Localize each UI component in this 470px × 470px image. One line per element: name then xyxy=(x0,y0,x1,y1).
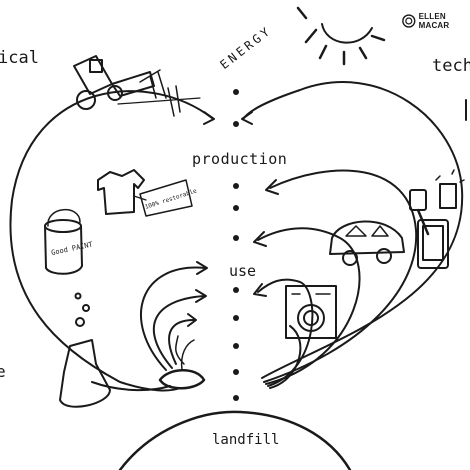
tech-arrow-2 xyxy=(257,227,361,385)
biological-cycle-outer-loop xyxy=(9,90,213,392)
paint-can-icon xyxy=(44,208,83,275)
tractor-icon xyxy=(73,55,201,117)
tech-arrow-2-head xyxy=(253,231,267,247)
bio-arrow-to-use xyxy=(140,266,206,371)
landfill-mound xyxy=(118,410,352,470)
spatula-icon xyxy=(409,189,430,236)
washing-machine-icon xyxy=(285,285,337,339)
sun-icon xyxy=(296,6,386,66)
brand-logo: ELLEN MACAR xyxy=(402,12,470,30)
tech-arrow-1 xyxy=(263,169,418,383)
tech-arrow-1-head xyxy=(265,179,279,195)
left-edge-label: e xyxy=(0,362,6,381)
technical-cycle-label: tech xyxy=(432,56,470,76)
tshirt-icon xyxy=(97,169,193,217)
bio-arrow-inner-1 xyxy=(153,295,205,369)
biological-cycle-label: ical xyxy=(0,48,39,68)
use-label: use xyxy=(229,262,257,280)
bio-arrow-inner-2 xyxy=(168,319,195,365)
ellen-macarthur-logo-icon xyxy=(402,14,416,28)
tech-arrow-3-head xyxy=(253,283,267,297)
shirt-tag xyxy=(139,179,193,217)
technical-loop-arrowhead xyxy=(241,111,253,125)
biological-loop-arrowhead xyxy=(203,111,215,125)
technical-cycle-outer-loop xyxy=(243,81,464,379)
landfill-label: landfill xyxy=(212,432,280,448)
production-label: production xyxy=(192,150,288,168)
phone-icon xyxy=(417,219,449,269)
bio-arrow-flask xyxy=(91,381,171,392)
tech-arrow-4 xyxy=(269,325,302,389)
bio-arrow-to-use-head xyxy=(196,261,208,275)
flask-icon xyxy=(59,292,111,408)
brand-name: ELLEN MACAR xyxy=(418,12,450,30)
car-icon xyxy=(329,220,405,266)
center-divider-dots xyxy=(233,89,239,401)
bio-arrow-inner-1-head xyxy=(195,289,207,303)
bio-arrow-inner-2-head xyxy=(187,313,197,327)
compost-plant-icon xyxy=(158,335,206,390)
lamp-icon xyxy=(435,169,465,209)
